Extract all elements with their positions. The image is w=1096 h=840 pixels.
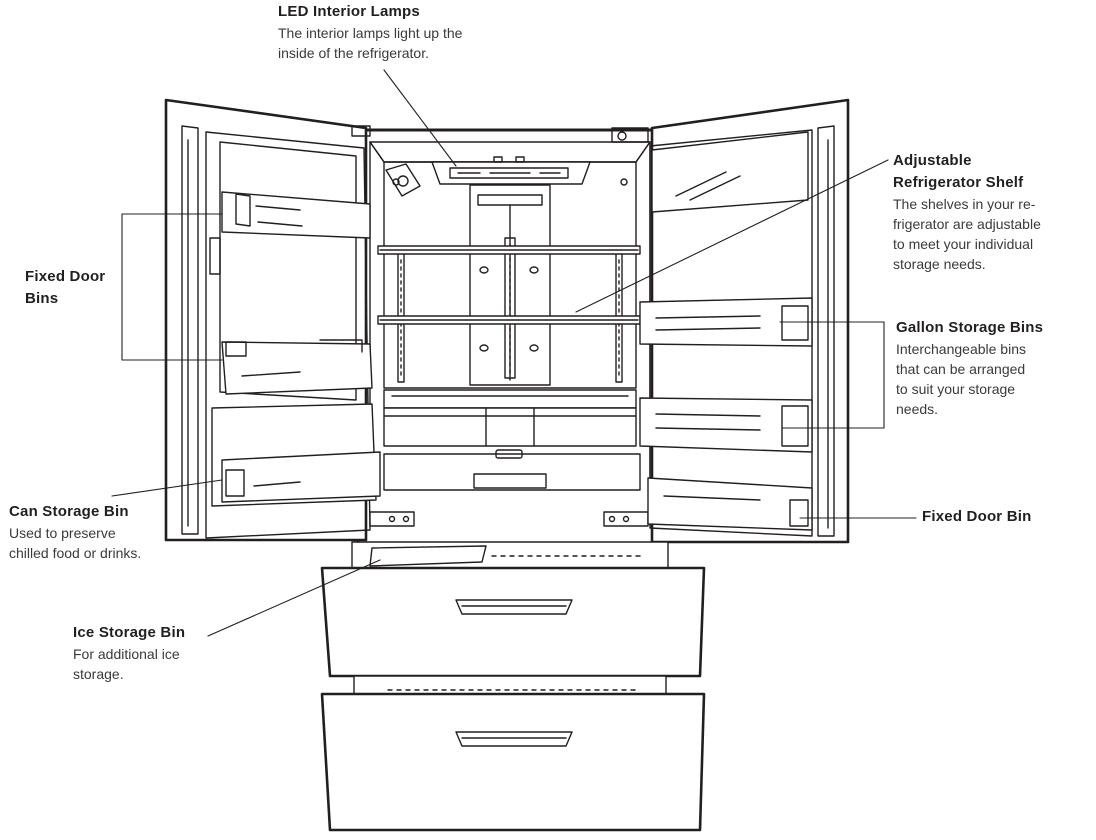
fixed-door-bins-title-1: Fixed Door (25, 268, 106, 285)
shelf-title-1: Adjustable (893, 152, 972, 169)
led-lamps-callout: LED Interior Lamps The interior lamps li… (278, 1, 462, 63)
crisper-drawers (369, 389, 649, 527)
led-lamps-desc-1: The interior lamps light up the (278, 25, 463, 41)
shelf-callout: Adjustable Refrigerator Shelf The shelve… (893, 150, 1041, 274)
gallon-bins-desc-2: that can be arranged (896, 361, 1026, 377)
ice-bin-desc-2: storage. (73, 666, 124, 682)
can-bin-title: Can Storage Bin (9, 503, 129, 520)
fixed-door-bin-callout: Fixed Door Bin (922, 506, 1031, 528)
gallon-bins-desc-1: Interchangeable bins (896, 341, 1026, 357)
freezer-drawers (320, 541, 706, 832)
gallon-bins-callout: Gallon Storage Bins Interchangeable bins… (896, 317, 1043, 419)
left-door (164, 98, 381, 542)
ice-bin-callout: Ice Storage Bin For additional ice stora… (73, 622, 185, 684)
can-bin-desc-1: Used to preserve (9, 525, 116, 541)
shelf-desc-1: The shelves in your re- (893, 196, 1036, 212)
shelf-desc-4: storage needs. (893, 256, 986, 272)
shelf-title-2: Refrigerator Shelf (893, 174, 1024, 191)
shelf-desc-3: to meet your individual (893, 236, 1034, 252)
can-bin-desc-2: chilled food or drinks. (9, 545, 142, 561)
right-door (611, 98, 850, 544)
callout-lines (111, 69, 917, 637)
gallon-bins-desc-4: needs. (896, 401, 939, 417)
ice-bin-title: Ice Storage Bin (73, 624, 186, 641)
led-lamps-title: LED Interior Lamps (278, 3, 420, 20)
gallon-bins-title: Gallon Storage Bins (896, 319, 1044, 336)
ice-bin-desc-1: For additional ice (73, 646, 180, 662)
shelf-desc-2: frigerator are adjustable (893, 216, 1041, 232)
fixed-door-bin-title: Fixed Door Bin (922, 508, 1032, 525)
led-lamp (385, 156, 591, 197)
can-bin-callout: Can Storage Bin Used to preserve chilled… (9, 501, 141, 563)
fixed-door-bins-callout: Fixed Door Bins (25, 266, 105, 310)
led-lamps-desc-2: inside of the refrigerator. (278, 45, 429, 61)
gallon-bins-desc-3: to suit your storage (896, 381, 1016, 397)
fixed-door-bins-title-2: Bins (25, 290, 59, 307)
refrigerator-shelves (377, 245, 641, 325)
